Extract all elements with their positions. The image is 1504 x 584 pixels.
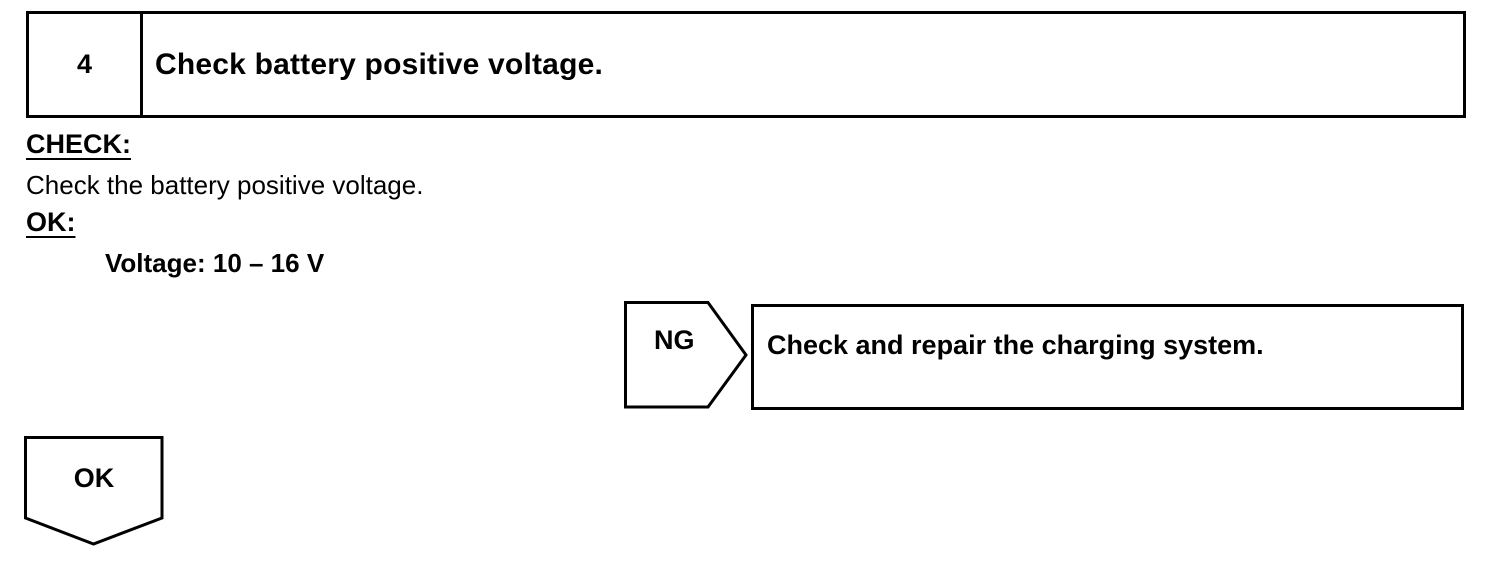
ok-branch-arrow: OK <box>24 436 166 548</box>
ng-label: NG <box>654 325 695 355</box>
check-instruction: Check the battery positive voltage. <box>26 170 424 200</box>
step-number: 4 <box>29 14 143 115</box>
ok-heading: OK: <box>26 207 76 237</box>
right-arrow-shape <box>624 301 748 409</box>
step-title: Check battery positive voltage. <box>155 47 604 81</box>
voltage-spec: Voltage: 10 – 16 V <box>105 248 325 278</box>
down-arrow-shape <box>24 436 164 546</box>
ok-label: OK <box>73 463 115 493</box>
ng-action-box: Check and repair the charging system. <box>751 304 1464 410</box>
ng-action-text: Check and repair the charging system. <box>767 330 1264 360</box>
ng-branch-arrow: NG <box>624 301 750 411</box>
step-header-box: 4 Check battery positive voltage. <box>26 11 1466 118</box>
check-heading: CHECK: <box>26 129 131 159</box>
